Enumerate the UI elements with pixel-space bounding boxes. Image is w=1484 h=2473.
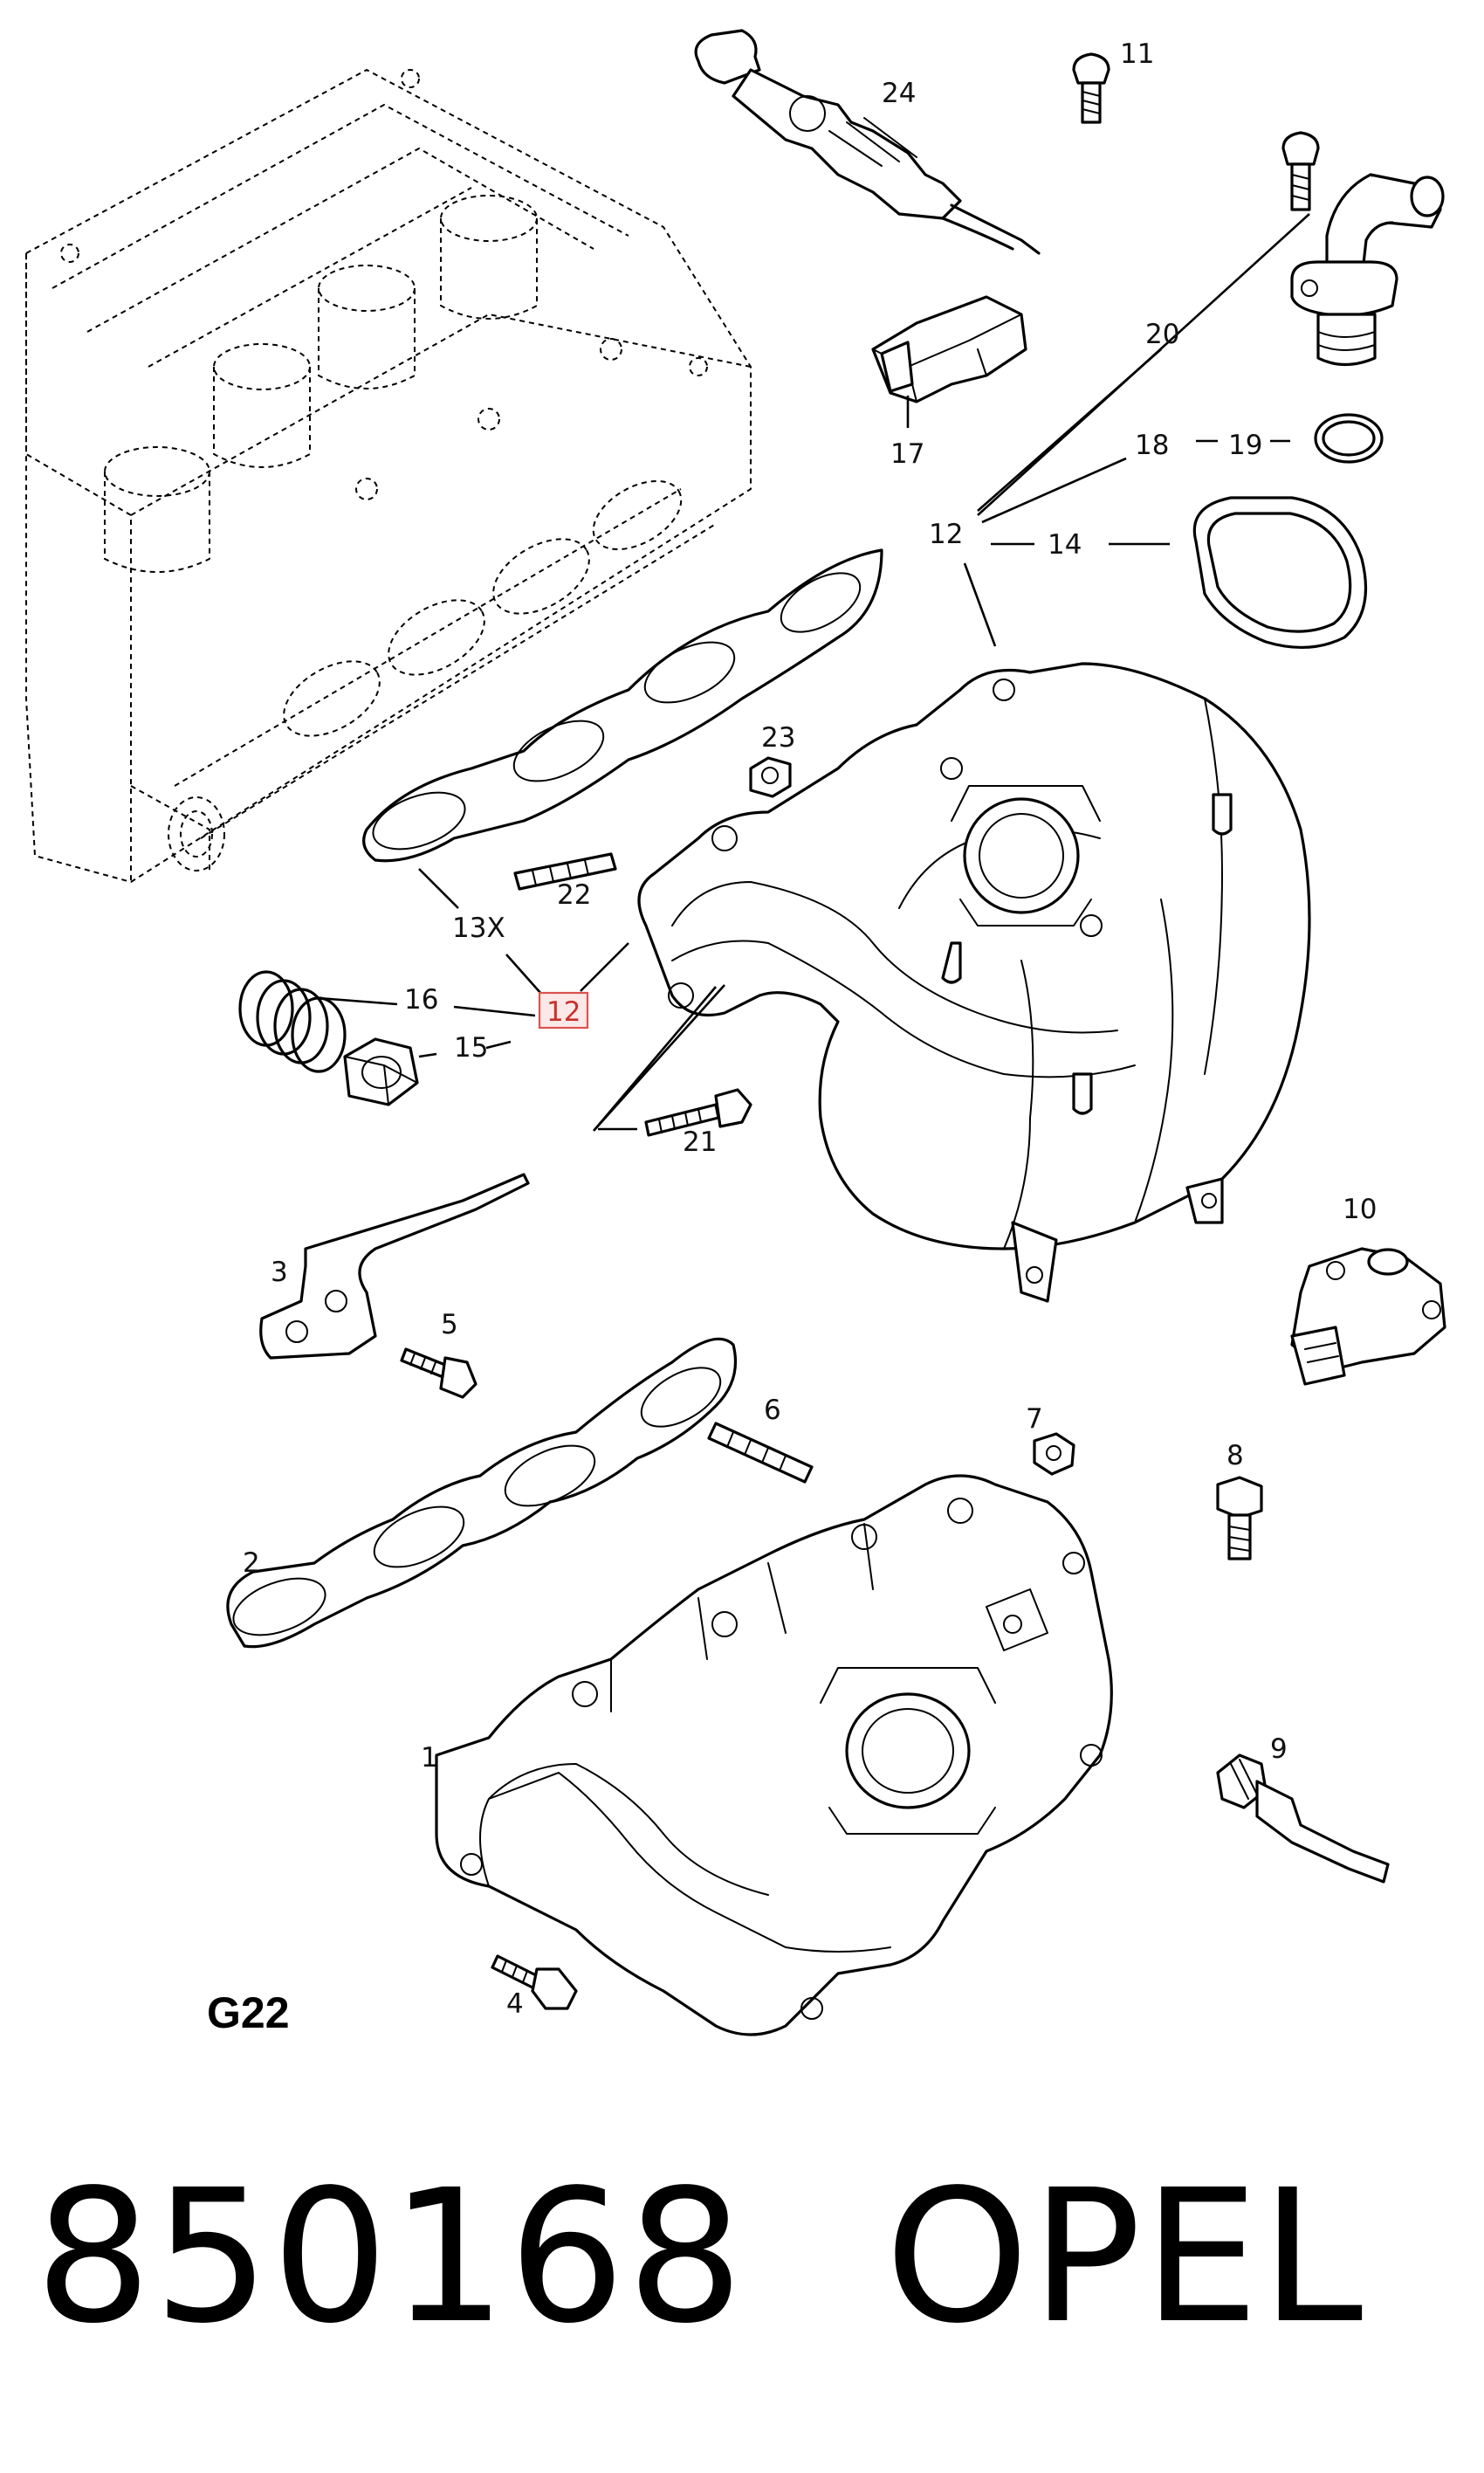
- part-number: 850168: [35, 2150, 745, 2364]
- part-19-o-ring: [1314, 413, 1384, 464]
- part-17-map-sensor: [871, 295, 1027, 403]
- callout-11: 11: [1120, 38, 1154, 70]
- callout-5: 5: [441, 1309, 458, 1340]
- upper-manifold-gasket: [362, 548, 883, 863]
- section-code: G22: [207, 1988, 290, 2037]
- callout-13x: 13X: [452, 913, 505, 944]
- callout-17: 17: [890, 438, 924, 470]
- callout-10: 10: [1343, 1194, 1377, 1225]
- callout-16: 16: [404, 984, 438, 1016]
- part-16-spring-rings: [238, 970, 347, 1073]
- leader-lines: [318, 213, 1310, 1132]
- part-9-temperature-sensor: [1216, 1753, 1390, 1884]
- callout-14: 14: [1048, 529, 1082, 561]
- callout-21: 21: [683, 1126, 717, 1158]
- part-14-throttle-gasket: [1192, 496, 1368, 649]
- callout-18: 18: [1135, 430, 1169, 461]
- part-8-bolt: [1216, 1476, 1263, 1560]
- callout-2: 2: [243, 1547, 260, 1579]
- callout-1: 1: [421, 1742, 438, 1774]
- part-1-lower-intake-manifold: [435, 1474, 1113, 2036]
- callout-19: 19: [1228, 430, 1262, 461]
- callout-3: 3: [271, 1257, 288, 1288]
- part-22-stud: [513, 852, 617, 891]
- callout-12-upper: 12: [929, 519, 963, 550]
- brand-name: OPEL: [884, 2150, 1365, 2364]
- callout-20: 20: [1145, 319, 1179, 350]
- part-11-bolt: [1072, 52, 1110, 124]
- highlighted-callout-12[interactable]: 12: [538, 991, 589, 1030]
- callout-6: 6: [764, 1395, 781, 1426]
- part-21-bolt: [644, 1088, 752, 1137]
- highlight-box: [538, 991, 589, 1030]
- upper-intake-manifold: [637, 662, 1311, 1303]
- callout-15: 15: [454, 1032, 488, 1064]
- part-2-lower-gasket: [226, 1337, 738, 1649]
- callout-22: 22: [557, 879, 591, 911]
- callout-23: 23: [761, 722, 795, 754]
- part-24-sensor: [694, 29, 1041, 255]
- callout-9: 9: [1270, 1733, 1288, 1765]
- callout-12-highlighted: 12: [546, 996, 581, 1028]
- cylinder-head-illustration: [25, 69, 752, 883]
- callout-7: 7: [1026, 1403, 1043, 1435]
- part-3-bracket: [259, 1173, 530, 1360]
- part-4-bolt: [491, 1954, 578, 2010]
- part-10-sensor: [1290, 1247, 1446, 1386]
- part-18-pcv-elbow: [1290, 173, 1445, 367]
- callout-8: 8: [1226, 1440, 1244, 1471]
- part-15-nut: [343, 1037, 419, 1106]
- callout-labels: 11 24 20 18 19 17 12 14 23 22 13X 16 15 …: [207, 38, 1377, 2037]
- part-6-stud: [707, 1422, 814, 1484]
- callout-4: 4: [506, 1988, 524, 2020]
- part-20-bolt: [1281, 131, 1320, 211]
- callout-24: 24: [882, 78, 916, 109]
- part-23-nut: [749, 756, 792, 798]
- part-7-nut: [1033, 1432, 1075, 1476]
- part-5-bolt: [400, 1347, 477, 1399]
